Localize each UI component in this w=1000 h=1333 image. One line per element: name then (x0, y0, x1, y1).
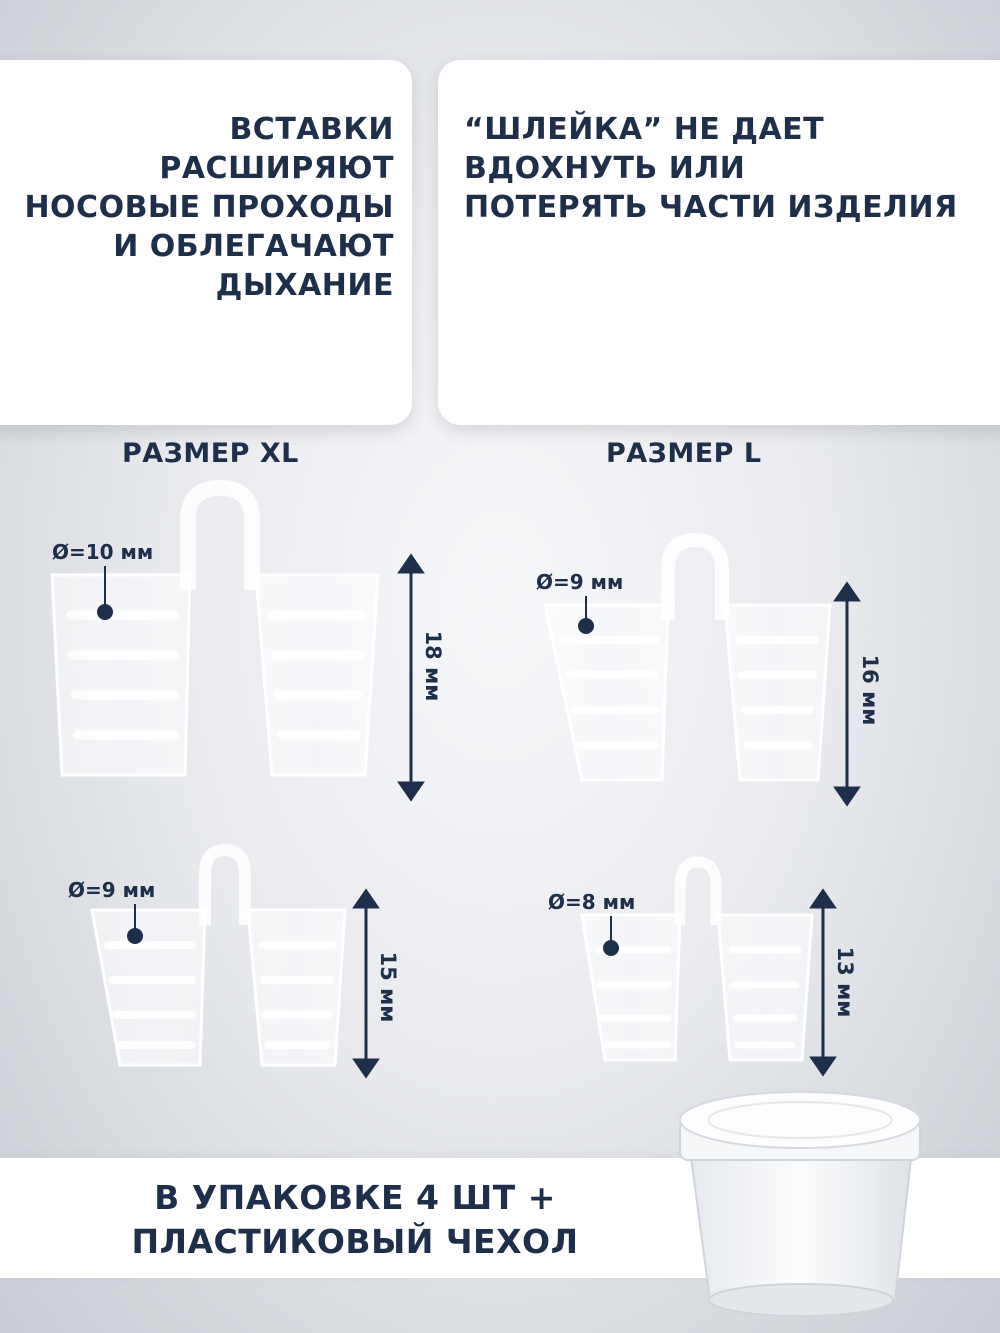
leader-line-m (134, 904, 136, 934)
marker-dot-m (127, 928, 143, 944)
diameter-label-m: Ø=9 мм (68, 878, 156, 902)
length-label-s: 13 мм (833, 946, 857, 1018)
size-title-l: РАЗМЕР L (606, 438, 762, 469)
length-label-l: 16 мм (858, 654, 882, 726)
diameter-label-s: Ø=8 мм (548, 890, 636, 914)
marker-dot-l (578, 618, 594, 634)
insert-l (543, 532, 832, 782)
card-right-text: “ШЛЕЙКА” НЕ ДАЕТ ВДОХНУТЬ ИЛИ ПОТЕРЯТЬ Ч… (464, 112, 958, 225)
diameter-label-l: Ø=9 мм (536, 570, 624, 594)
insert-m (90, 843, 347, 1067)
length-label-m: 15 мм (376, 951, 400, 1023)
card-left-text: ВСТАВКИ РАСШИРЯЮТ НОСОВЫЕ ПРОХОДЫ И ОБЛЕ… (24, 112, 394, 303)
info-card-right: “ШЛЕЙКА” НЕ ДАЕТ ВДОХНУТЬ ИЛИ ПОТЕРЯТЬ Ч… (438, 60, 1000, 425)
size-title-xl: РАЗМЕР XL (122, 438, 299, 469)
marker-dot-s (603, 940, 619, 956)
dimension-arrows (352, 553, 861, 1079)
package-text: В УПАКОВКЕ 4 ШТ + ПЛАСТИКОВЫЙ ЧЕХОЛ (131, 1178, 579, 1261)
insert-xl (50, 479, 380, 777)
diameter-label-xl: Ø=10 мм (52, 540, 154, 564)
marker-dot-xl (97, 604, 113, 620)
leader-line-l (585, 596, 587, 624)
length-label-xl: 18 мм (421, 630, 445, 702)
leader-line-s (610, 916, 612, 944)
info-card-left: ВСТАВКИ РАСШИРЯЮТ НОСОВЫЕ ПРОХОДЫ И ОБЛЕ… (0, 60, 412, 425)
leader-line-xl (104, 566, 106, 610)
